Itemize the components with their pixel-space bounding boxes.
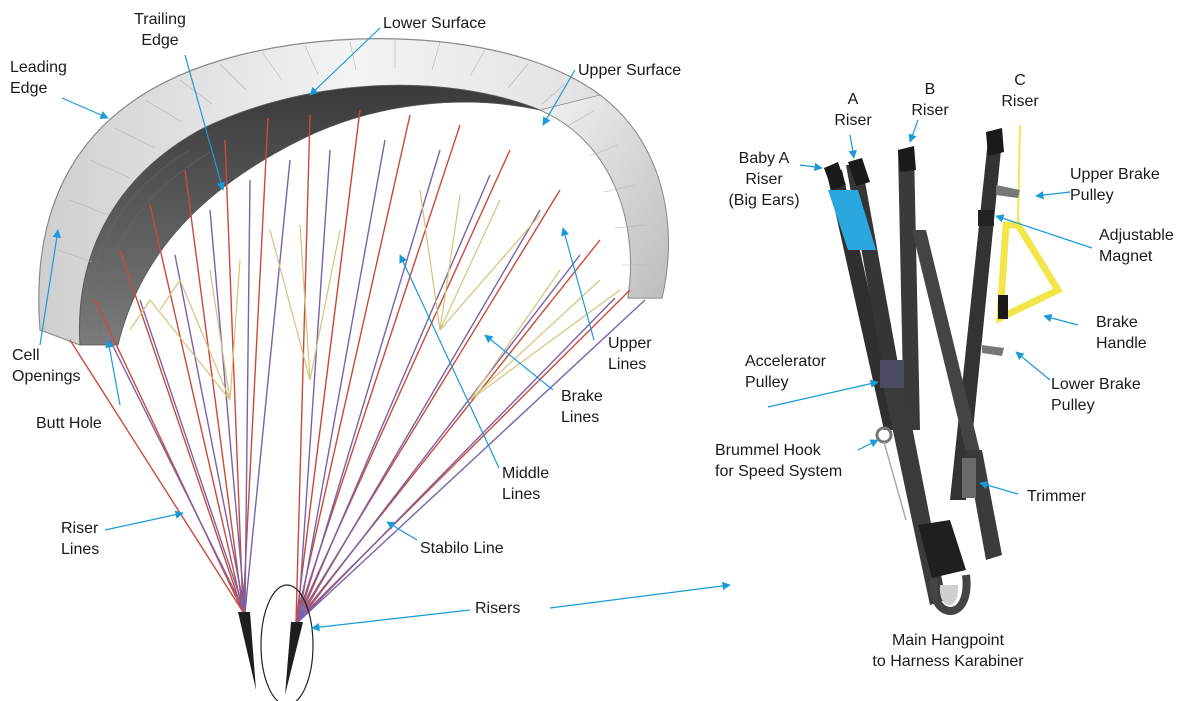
risers-highlight-ring	[260, 584, 314, 701]
baby-a-blue-band	[828, 190, 876, 250]
label-butt-hole: Butt Hole	[36, 415, 102, 432]
wingtip-right	[538, 94, 669, 299]
pointer-arrows	[39, 27, 1093, 632]
label-upper-surface: Upper Surface	[578, 62, 682, 79]
label-trimmer: Trimmer	[1027, 488, 1086, 505]
label-risers: Risers	[475, 600, 521, 617]
riser-set	[824, 124, 1064, 615]
label-lower-surface: Lower Surface	[383, 15, 487, 32]
suspension-lines	[69, 109, 646, 623]
canopy	[38, 38, 669, 346]
brake-handle	[996, 221, 1064, 324]
label-stabilo-line: Stabilo Line	[420, 540, 504, 557]
risers-left	[238, 612, 303, 695]
